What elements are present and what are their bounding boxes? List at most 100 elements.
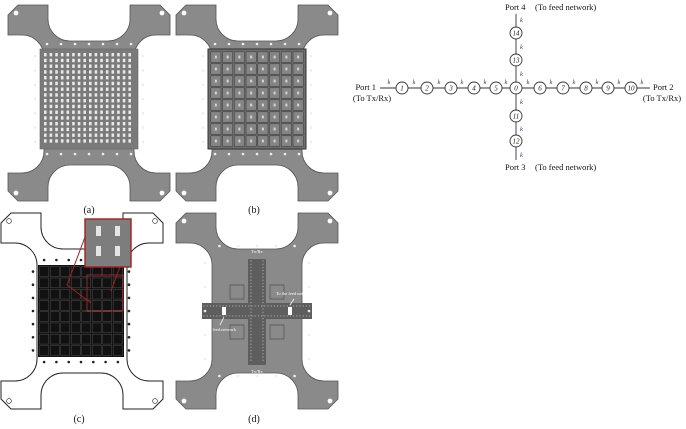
cavity-slot: [261, 139, 264, 143]
radiator-slot: [128, 104, 131, 109]
radiator-slot: [55, 70, 58, 74]
hole: [307, 285, 311, 289]
radiator-slot: [77, 99, 81, 103]
caption-b: (b): [248, 205, 260, 216]
radiator-slot: [105, 110, 109, 114]
array-cell: [39, 333, 50, 345]
cavity-slot: [261, 115, 264, 119]
radiator-slot: [122, 133, 126, 137]
hole: [236, 374, 240, 378]
cavity-slot: [297, 79, 300, 83]
cavity-slot: [297, 139, 300, 143]
radiator-slot: [117, 53, 120, 57]
array-cell: [60, 300, 71, 311]
radiator-slot: [55, 122, 58, 126]
feed-port-left: [222, 307, 226, 315]
radiator-slot: [117, 70, 120, 74]
resonator-node: [601, 81, 615, 95]
cavity-slot: [273, 55, 276, 59]
radiator-slot: [44, 70, 47, 74]
cavity-slot: [297, 127, 300, 131]
hole: [79, 360, 83, 364]
radiator-slot: [94, 81, 98, 86]
cavity-slot: [285, 139, 288, 143]
radiator-slot: [66, 93, 70, 97]
radiator-slot: [111, 87, 115, 91]
radiator-slot: [105, 93, 109, 97]
radiator-slot: [105, 81, 109, 86]
hole: [127, 270, 131, 273]
hole: [274, 244, 278, 248]
array-cell: [60, 266, 71, 277]
cavity-slot: [285, 67, 288, 71]
coupling-label: k: [641, 79, 644, 86]
cavity-slot: [238, 139, 241, 143]
hole: [269, 152, 273, 156]
hole: [307, 309, 311, 313]
radiator-slot: [77, 104, 81, 109]
cavity-slot: [273, 103, 276, 107]
resonator-node: [489, 81, 503, 95]
port3-note: (To feed network): [535, 162, 596, 172]
radiator-slot: [83, 133, 86, 137]
resonator-node-label: 0: [514, 84, 518, 92]
radiator-slot: [89, 53, 92, 57]
radiator-slot: [122, 87, 126, 91]
radiator-slot: [122, 110, 126, 114]
radiator-slot: [117, 58, 120, 63]
mounting-holes: [203, 244, 311, 378]
cavity-slot: [214, 91, 217, 95]
radiator-slot: [100, 133, 103, 137]
port2-label: Port 2: [653, 82, 674, 92]
radiator-slot: [105, 104, 109, 109]
hole: [255, 152, 259, 156]
radiator-slot: [49, 110, 53, 114]
radiator-slot: [128, 87, 131, 91]
resonator-node: [533, 81, 547, 95]
cavity-slot: [250, 55, 253, 59]
hole: [203, 357, 207, 361]
radiator-slot: [100, 53, 103, 57]
coupling-label: k: [520, 44, 523, 51]
radiator-slot: [44, 116, 47, 120]
hole: [33, 54, 37, 58]
hole: [213, 42, 217, 46]
radiator-slot: [55, 87, 58, 91]
hole: [101, 152, 105, 156]
array-cell: [70, 311, 81, 322]
resonator-node-label: 12: [513, 137, 521, 145]
resonator-node-label: 11: [513, 112, 519, 120]
cavity-slot: [238, 115, 241, 119]
radiator-slot: [66, 53, 70, 57]
hole: [307, 333, 311, 337]
radiator-slot: [44, 87, 47, 91]
cavity-slot: [250, 115, 253, 119]
cavity-slot: [250, 103, 253, 107]
array-cell: [102, 277, 113, 289]
hole: [293, 374, 296, 378]
radiator-slot: [83, 93, 86, 97]
hole: [309, 69, 313, 72]
radiator-slot: [122, 70, 126, 74]
hole: [45, 152, 49, 156]
radiator-slot: [44, 58, 47, 63]
feed-port-right: [288, 307, 292, 315]
cavity-slot: [238, 91, 241, 95]
radiator-slot: [89, 133, 92, 137]
radiator-slot: [49, 104, 53, 109]
radiator-slot: [49, 76, 53, 80]
array-cell: [81, 333, 92, 345]
radiator-slot: [66, 99, 70, 103]
cavity-slot: [297, 115, 300, 119]
radiator-slot: [100, 110, 103, 114]
resonator-node-label: 7: [561, 84, 565, 92]
coupling-label: k: [596, 79, 599, 86]
cavity-slot: [250, 127, 253, 131]
radiator-slot: [94, 99, 98, 103]
hole: [31, 349, 35, 352]
radiator-slot: [83, 110, 86, 114]
cavity-slot: [238, 127, 241, 131]
hole: [104, 360, 107, 364]
